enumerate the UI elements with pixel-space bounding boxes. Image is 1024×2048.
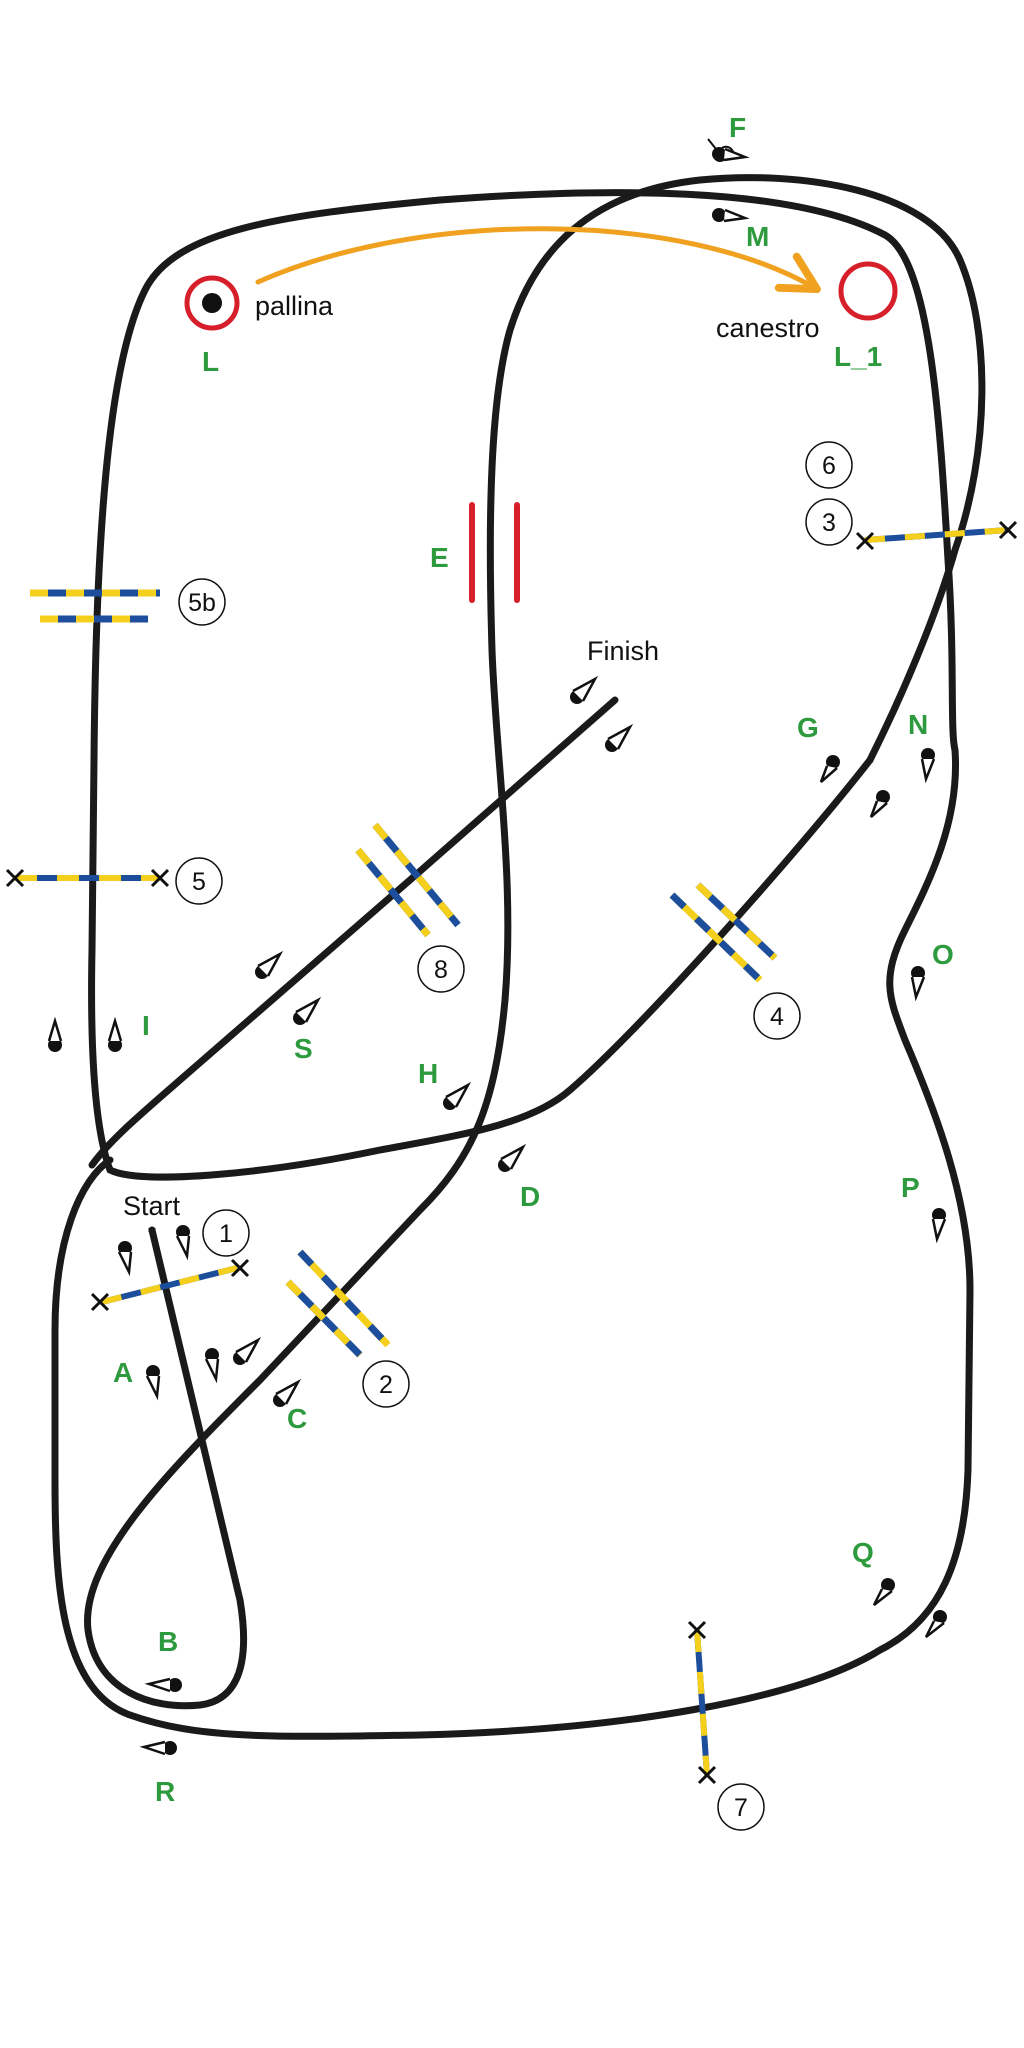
track-outer-top-loop [88,189,959,1174]
label-c: C [287,1403,307,1434]
label-q: Q [852,1537,874,1568]
circle-3: 3 [805,498,853,546]
gate-7 [687,1620,717,1785]
track-right-diagonal [84,174,986,1710]
svg-text:1: 1 [219,1220,233,1248]
label-o: O [932,939,954,970]
svg-text:5: 5 [192,868,206,896]
label-e: E [430,542,449,573]
label-m: M [746,221,769,252]
label-g: G [797,712,819,743]
track-left-lower [106,756,874,1181]
gate-4 [669,882,778,983]
label-l: L [202,346,219,377]
circle-7: 7 [717,1783,765,1831]
label-a: A [113,1357,133,1388]
teardrop-markers [47,147,947,1756]
svg-text:7: 7 [734,1794,748,1822]
gate-5b [30,589,160,623]
label-s: S [294,1033,313,1064]
pallina-label: pallina [255,291,334,321]
basket-ring [838,261,898,321]
canestro-label: canestro [716,313,820,343]
orange-arrow [255,226,821,294]
label-d: D [520,1181,540,1212]
circle-5b: 5b [178,578,226,626]
circle-5: 5 [175,857,223,905]
ball-ring [184,275,240,331]
gate-3 [855,520,1018,551]
svg-text:5b: 5b [188,589,216,617]
label-f: F [729,112,746,143]
red-gate-e [469,502,520,603]
label-n: N [908,709,928,740]
gate-5 [5,868,170,888]
track-finish-diagonal [88,696,619,1169]
finish-label: Finish [587,636,659,666]
svg-text:8: 8 [434,956,448,984]
checkpoint-labels: F M L L_1 E G N O I S H D P A C Q B R [113,112,954,1807]
label-l-1: L_1 [834,341,882,372]
label-h: H [418,1058,438,1089]
circle-2: 2 [362,1360,410,1408]
numbered-gate-labels: 6 3 5b 5 8 4 1 2 7 [175,441,853,1831]
circle-1: 1 [202,1209,250,1257]
label-r: R [155,1776,175,1807]
svg-text:2: 2 [379,1371,393,1399]
track-outer-right-bottom [51,746,974,1740]
svg-text:3: 3 [822,509,836,537]
start-label: Start [123,1191,181,1221]
label-p: P [901,1172,920,1203]
circle-8: 8 [417,945,465,993]
track-lines [51,174,986,1740]
gate-8 [355,822,461,938]
label-i: I [142,1010,150,1041]
circle-4: 4 [753,992,801,1040]
svg-text:6: 6 [822,452,836,480]
svg-text:4: 4 [770,1003,784,1031]
gate-1 [90,1228,250,1312]
label-b: B [158,1626,178,1657]
circle-6: 6 [805,441,853,489]
gate-2 [285,1249,391,1358]
